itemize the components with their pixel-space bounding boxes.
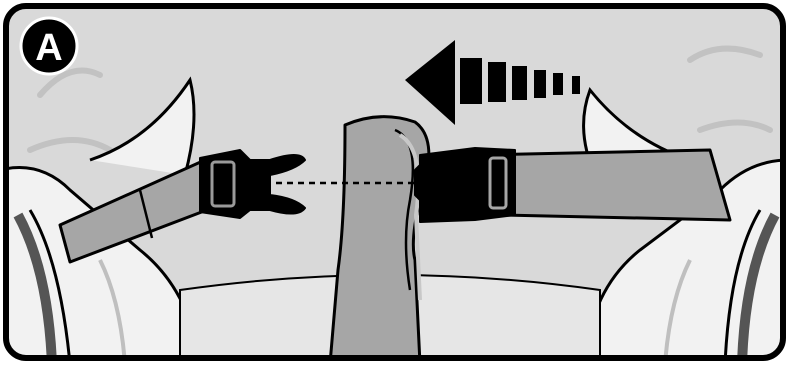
center-strap bbox=[330, 117, 429, 364]
right-strap bbox=[480, 150, 730, 220]
buckle-female-icon bbox=[415, 148, 515, 222]
step-badge: A bbox=[21, 18, 77, 74]
step-label: A bbox=[35, 27, 62, 69]
